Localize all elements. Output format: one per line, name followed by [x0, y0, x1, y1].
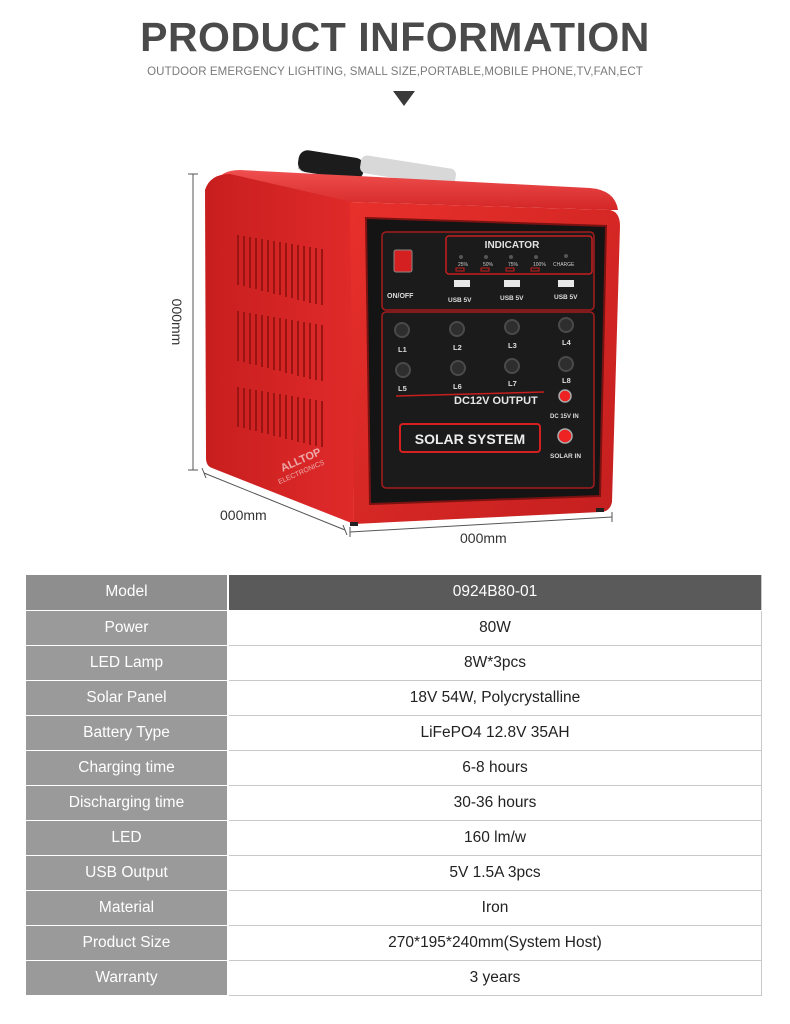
spec-value: 270*195*240mm(System Host)	[228, 925, 762, 961]
spec-key: Product Size	[26, 925, 229, 961]
usb-label-3: USB 5V	[554, 294, 578, 301]
level-75: 75%	[508, 262, 519, 268]
port-l3: L3	[508, 341, 517, 350]
case-top	[215, 170, 618, 210]
port-l4: L4	[562, 338, 572, 347]
solar-system-label: SOLAR SYSTEM	[415, 431, 525, 447]
page-subtitle: OUTDOOR EMERGENCY LIGHTING, SMALL SIZE,P…	[147, 66, 643, 78]
spec-value: 80W	[228, 610, 762, 646]
port-l5: L5	[398, 384, 407, 393]
spec-key: Solar Panel	[26, 680, 229, 716]
spec-key: LED	[26, 820, 229, 856]
spec-key: Model	[26, 575, 229, 611]
spec-value: 8W*3pcs	[228, 645, 762, 681]
dimension-depth: 000mm	[220, 507, 267, 523]
solar-generator-illustration: 000mm 000mm 000mm	[169, 150, 620, 546]
spec-value: 30-36 hours	[228, 785, 762, 821]
dc-output-label: DC12V OUTPUT	[454, 395, 538, 407]
level-100: 100%	[533, 262, 546, 268]
side-vents	[237, 235, 323, 447]
port-l7: L7	[508, 379, 517, 388]
port-l6: L6	[453, 382, 462, 391]
spec-key: Material	[26, 890, 229, 926]
port-l8: L8	[562, 376, 571, 385]
power-switch-icon	[393, 249, 413, 273]
dimension-height: 000mm	[169, 299, 185, 346]
spec-key: LED Lamp	[26, 645, 229, 681]
solar-in-label: SOLAR IN	[550, 453, 581, 460]
product-image: 000mm 000mm 000mm	[160, 140, 640, 560]
usb-ports	[454, 280, 574, 287]
usb-label-1: USB 5V	[448, 297, 472, 304]
dimension-width: 000mm	[460, 530, 507, 546]
spec-value: Iron	[228, 890, 762, 926]
spec-key: Battery Type	[26, 715, 229, 751]
level-25: 25%	[458, 262, 469, 268]
charge-label: CHARGE	[553, 262, 575, 268]
port-l1: L1	[398, 345, 407, 354]
dc-in-port-icon	[558, 389, 572, 403]
level-50: 50%	[483, 262, 494, 268]
port-l2: L2	[453, 343, 462, 352]
indicator-label: INDICATOR	[485, 240, 540, 251]
indicator-leds	[459, 254, 568, 259]
spec-value: 6-8 hours	[228, 750, 762, 786]
solar-in-port-icon	[557, 428, 573, 444]
spec-key: Power	[26, 610, 229, 646]
spec-key: Discharging time	[26, 785, 229, 821]
switch-label: ON/OFF	[387, 293, 414, 300]
spec-value: 18V 54W, Polycrystalline	[228, 680, 762, 716]
solar-system-badge	[399, 423, 541, 453]
spec-key: USB Output	[26, 855, 229, 891]
spec-value: 0924B80-01	[228, 575, 762, 611]
down-arrow-icon	[393, 91, 415, 106]
spec-value: 160 lm/w	[228, 820, 762, 856]
dimension-lines	[188, 173, 613, 537]
spec-value: LiFePO4 12.8V 35AH	[228, 715, 762, 751]
spec-key: Warranty	[26, 960, 229, 996]
spec-value: 5V 1.5A 3pcs	[228, 855, 762, 891]
spec-key: Charging time	[26, 750, 229, 786]
output-ports	[394, 317, 574, 378]
page-title: PRODUCT INFORMATION	[140, 14, 650, 60]
usb-label-2: USB 5V	[500, 295, 524, 302]
spec-value: 3 years	[228, 960, 762, 996]
dc-in-label: DC 15V IN	[550, 414, 579, 420]
